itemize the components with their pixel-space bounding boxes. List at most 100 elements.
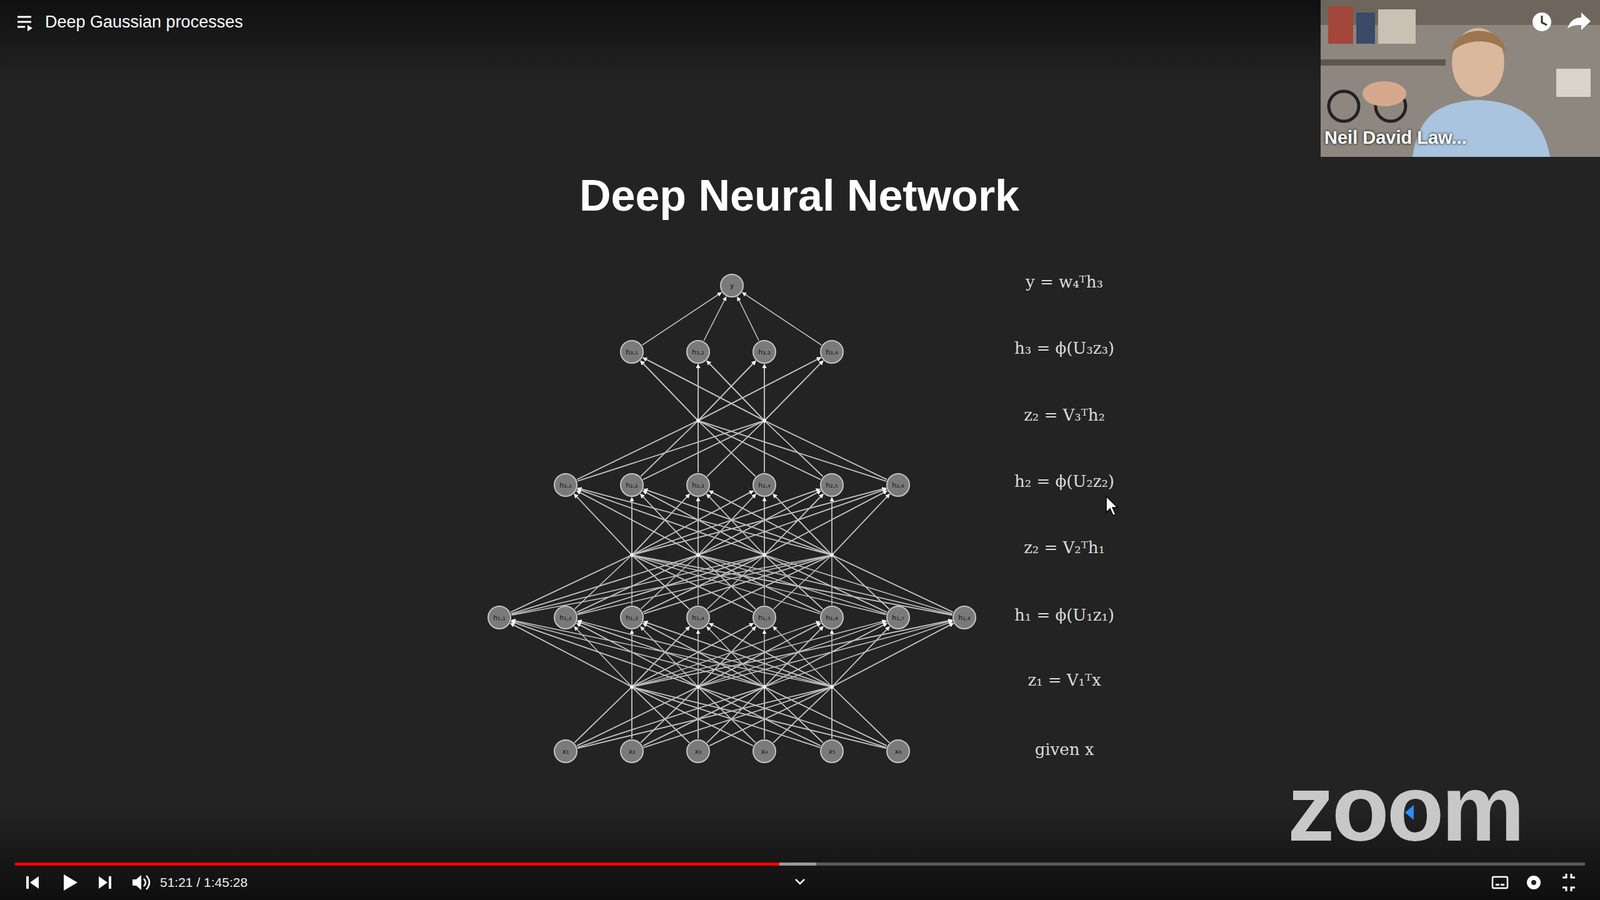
speaker-video-tile <box>1451 30 1507 54</box>
connection-line <box>706 360 824 477</box>
playlist-icon <box>17 16 33 32</box>
neuron-circle: h₃,₂ <box>686 340 710 364</box>
neuron-label: h₂,₅ <box>825 481 838 489</box>
watermark: zoom <box>1287 761 1523 855</box>
neuron-circle: h₁,₈ <box>952 605 977 630</box>
connection-line <box>698 360 821 480</box>
neuron-label: x₃ <box>695 748 702 755</box>
equation: y = w₄ᵀh₃ <box>1025 273 1104 292</box>
junction-dot <box>830 553 834 557</box>
speaker-video-tile <box>1356 12 1375 44</box>
watch-later-icon <box>1532 12 1552 32</box>
neuron-label: h₁,₈ <box>958 614 970 622</box>
neuron-circle: h₂,₄ <box>752 473 777 497</box>
connection-line <box>643 623 824 743</box>
equation: z₂ = V₂ᵀh₁ <box>1023 538 1105 558</box>
speaker-video-tile <box>1328 6 1354 44</box>
connection-line <box>574 626 754 747</box>
neuron-label: h₁,₇ <box>891 614 904 622</box>
connection-line <box>642 292 722 345</box>
connection-line <box>643 490 824 609</box>
equation: h₁ = ϕ(U₁z₁) <box>1014 606 1115 625</box>
neuron-label: x₄ <box>761 748 769 755</box>
mouse-cursor <box>1106 496 1118 516</box>
connection-line <box>640 360 821 480</box>
progress-bar <box>15 862 817 866</box>
player-controls <box>795 879 805 884</box>
time-display: 51:21 / 1:45:28 <box>160 875 248 890</box>
playlist-icon <box>17 26 25 29</box>
neuron-label: h₂,₆ <box>891 481 904 489</box>
connection-line <box>764 364 887 480</box>
neuron-label: h₁,₃ <box>625 614 638 622</box>
neuron-circle: y <box>720 273 744 298</box>
connection-line <box>574 494 754 613</box>
player-controls <box>1500 883 1505 886</box>
connection-line <box>643 357 887 480</box>
neuron-circle: h₁,₇ <box>886 605 910 630</box>
connection-line <box>698 494 887 615</box>
neuron-circle: x₁ <box>553 739 578 764</box>
neuron-circle: x₅ <box>820 739 844 764</box>
connection-line <box>631 626 887 749</box>
connection-line <box>510 623 820 748</box>
connection-line <box>764 497 953 614</box>
neuron-label: y <box>730 282 735 290</box>
connection-line <box>742 292 822 345</box>
neuron-circle: h₃,₁ <box>620 340 644 364</box>
speaker-video-tile <box>1320 59 1446 66</box>
neuron-label: h₃,₄ <box>825 348 838 356</box>
neuron-circle: h₂,₃ <box>686 473 710 497</box>
connection-line <box>698 364 887 482</box>
speaker-video-tile <box>1320 0 1600 157</box>
mouse-cursor <box>1106 496 1118 516</box>
neuron-label: h₁,₂ <box>559 614 572 622</box>
connection-line <box>698 497 953 615</box>
connection-line <box>643 621 890 744</box>
progress-bar <box>15 862 780 866</box>
connection-line <box>576 490 821 612</box>
connection-line <box>764 623 887 743</box>
watch-later-icon <box>1541 15 1547 25</box>
connection-line <box>577 360 765 481</box>
connection-line <box>577 489 765 613</box>
player-controls <box>132 875 142 890</box>
connection-line <box>511 489 887 614</box>
speaker-video-tile <box>1556 68 1591 97</box>
share-icon <box>1567 12 1591 30</box>
connection-line <box>643 357 765 480</box>
equation: given x <box>1035 740 1095 760</box>
neuron-circle: x₆ <box>886 739 910 764</box>
connection-line <box>577 623 765 748</box>
connection-line <box>574 623 754 743</box>
neuron-circle: h₁,₅ <box>752 605 777 630</box>
neuron-label: h₃,₁ <box>625 348 638 356</box>
player-controls <box>26 873 1575 892</box>
neuron-label: h₃,₃ <box>758 348 770 356</box>
player-controls <box>143 878 146 887</box>
junction-dot <box>762 418 767 423</box>
connection-line <box>764 360 824 477</box>
neuron-circle: h₃,₄ <box>820 340 844 364</box>
player-controls <box>1492 876 1508 889</box>
share-icon <box>1567 12 1591 30</box>
playlist-icon <box>27 25 33 32</box>
neuron-circle: h₂,₂ <box>620 473 644 497</box>
neuron-label: h₁,₁ <box>493 614 505 622</box>
connection-line <box>631 488 887 609</box>
junction-dot <box>630 685 634 689</box>
slide-title: Deep Neural Network <box>579 170 1020 222</box>
player-controls <box>1562 873 1575 892</box>
neuron-label: h₁,₆ <box>825 614 838 622</box>
connection-line <box>577 490 765 614</box>
speaker-video-tile <box>1328 91 1359 122</box>
neuron-circle: h₁,₃ <box>620 605 644 630</box>
connection-line <box>698 626 887 748</box>
connection-line <box>631 620 887 743</box>
junction-dot <box>696 685 700 689</box>
connection-line <box>631 489 820 613</box>
neuron-label: h₂,₄ <box>758 481 770 489</box>
connection-line <box>698 489 887 610</box>
connection-line <box>703 296 727 341</box>
